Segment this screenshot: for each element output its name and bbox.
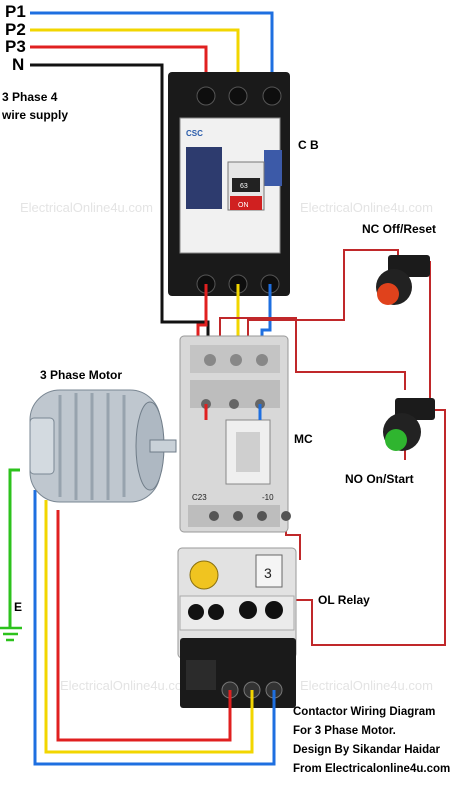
watermark-2: ElectricalOnline4u.com [300,200,433,215]
cb-brand-text: CSC [186,129,203,138]
p3-label: P3 [5,37,26,56]
motor [29,389,177,503]
output-terminals [180,638,296,708]
cb-rating-text: 63 [240,183,248,190]
supply-desc-line1: 3 Phase 4 [2,90,58,104]
mc-model-right: -10 [262,493,274,502]
wire-p1 [30,11,274,92]
cb-label: C B [298,138,319,152]
watermark-1: ElectricalOnline4u.com [20,200,153,215]
caption-line3: Design By Sikandar Haidar [293,744,440,756]
p2-label: P2 [5,20,26,39]
caption-line4: From Electricalonline4u.com [293,763,451,775]
overload-relay: 3 [177,547,297,659]
supply-desc-line2: wire supply [2,108,69,122]
mc-model-left: C23 [192,493,207,502]
contactor-to-ol-wires [204,404,262,420]
circuit-breaker: CSC 63 ON [168,72,290,296]
motor-label: 3 Phase Motor [40,368,123,382]
n-label: N [12,55,25,74]
watermark-3: ElectricalOnline4u.com [60,678,193,693]
wire-p2 [30,28,240,92]
p1-label: P1 [5,2,26,21]
motor-wires [8,468,276,766]
ol-relay-label: OL Relay [318,593,370,607]
nc-button [376,255,430,305]
no-button [383,398,435,451]
mc-label: MC [294,432,313,446]
earth-label: E [14,600,23,614]
no-label: NO On/Start [345,472,414,486]
contactor: C23 -10 [179,335,291,533]
nc-label: NC Off/Reset [362,222,437,236]
ol-setting-text: 3 [264,565,272,581]
caption-line1: Contactor Wiring Diagram [293,706,436,718]
wire-n [30,63,210,340]
earth-symbol [0,626,22,642]
watermark-4: ElectricalOnline4u.com [300,678,433,693]
caption-line2: For 3 Phase Motor. [293,725,396,737]
cb-on-text: ON [238,202,249,209]
